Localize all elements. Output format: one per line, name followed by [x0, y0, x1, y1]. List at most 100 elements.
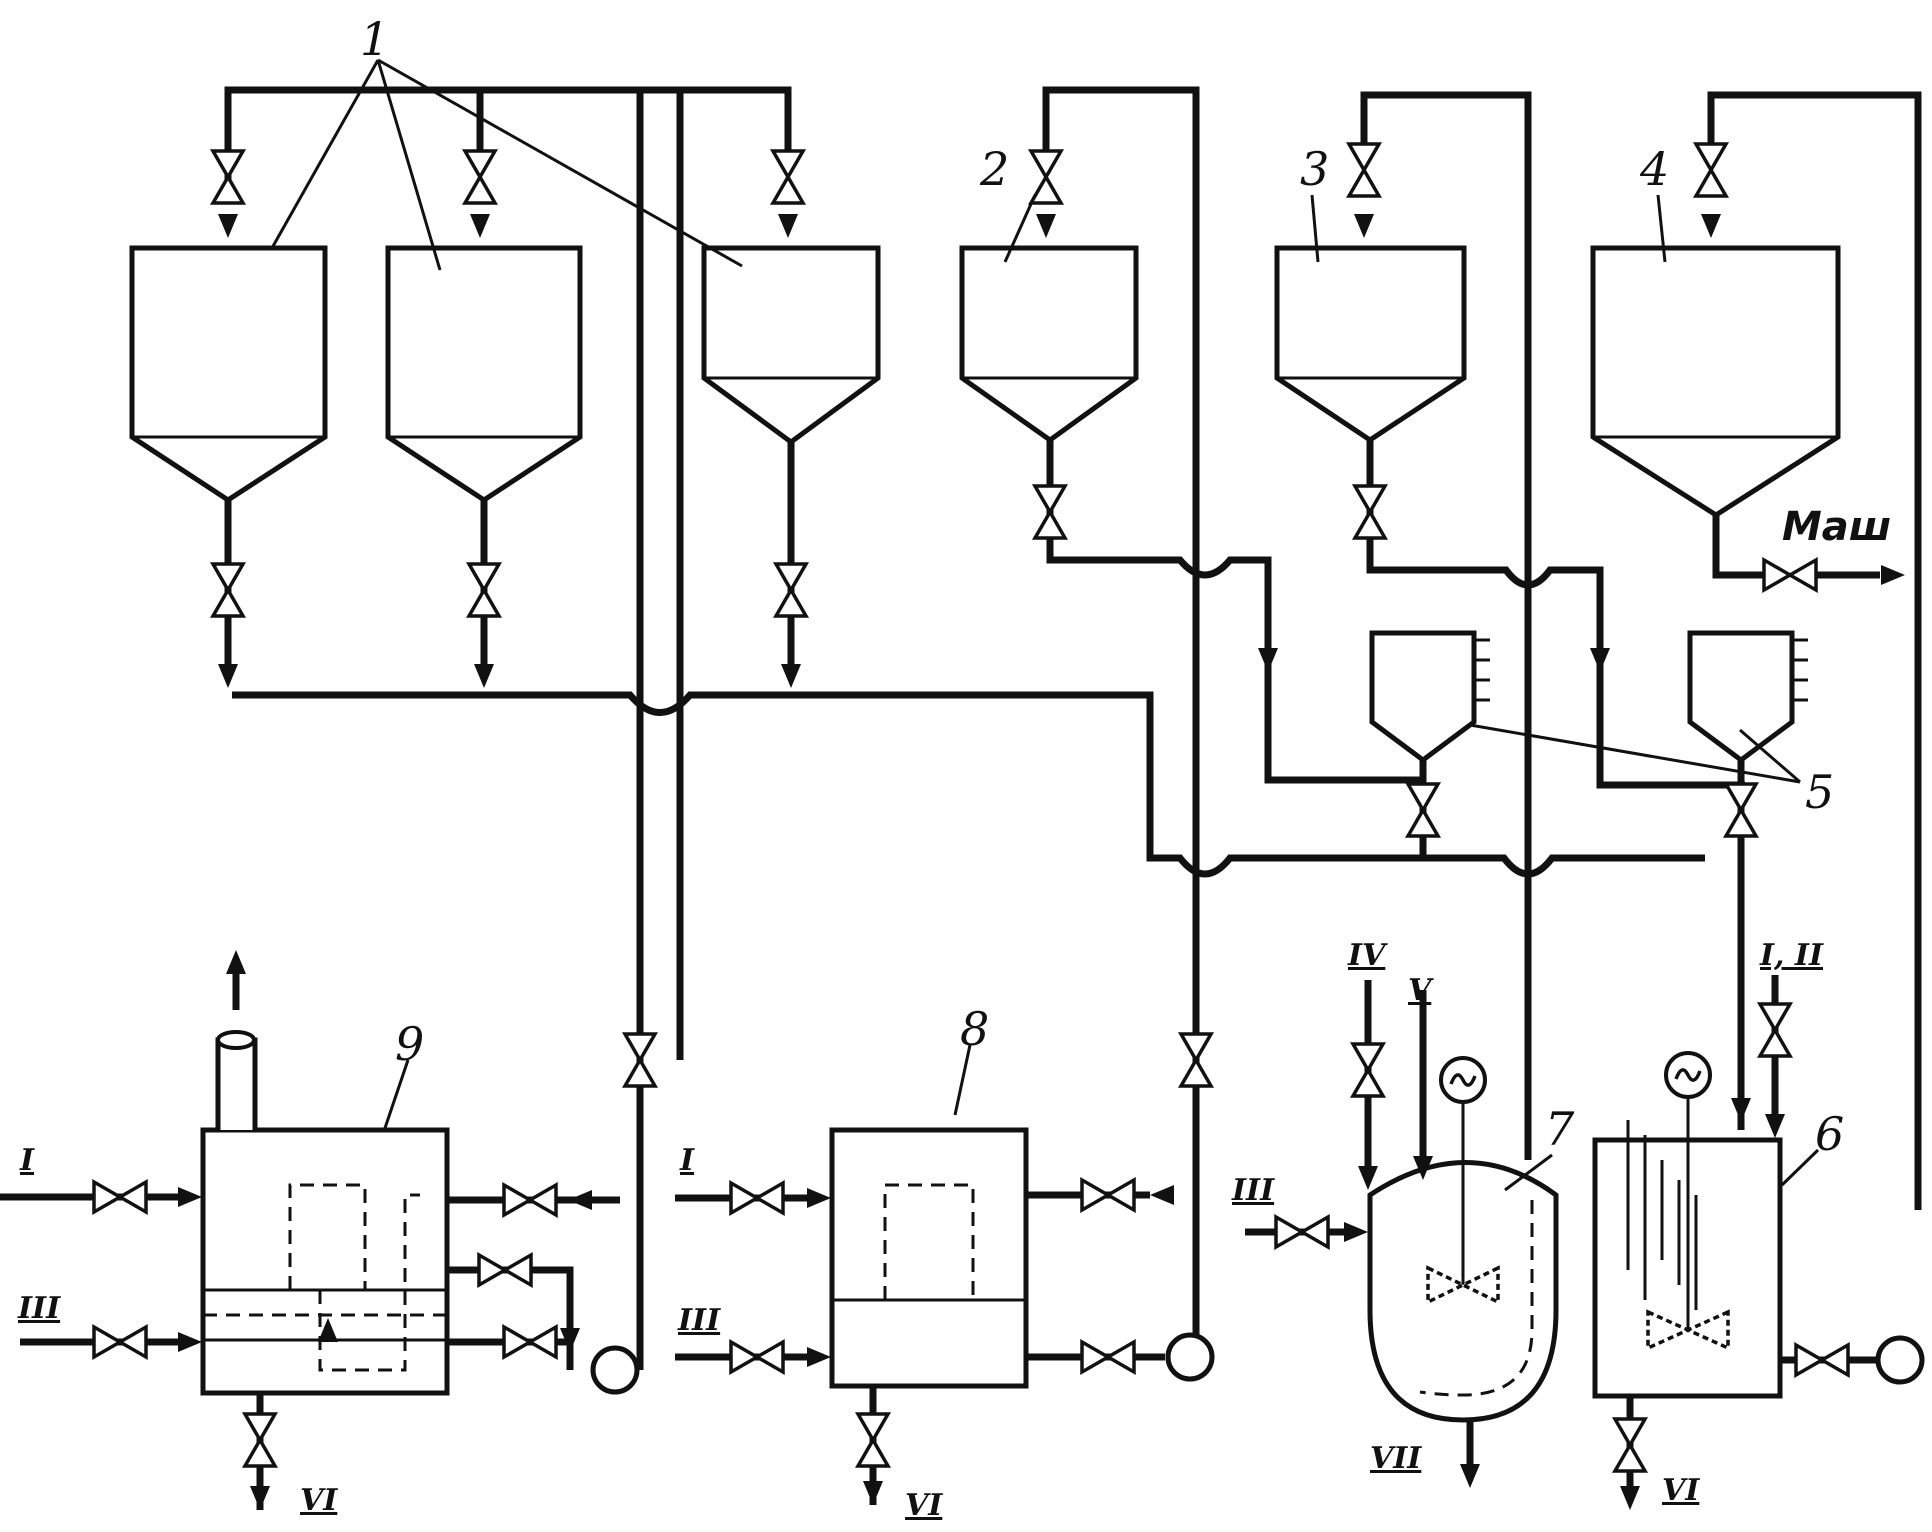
- valve-icon[interactable]: [1080, 1340, 1136, 1374]
- valve-icon[interactable]: [467, 562, 501, 618]
- arrow-left-icon: [1150, 1185, 1174, 1205]
- stream-label-IV: IV: [1347, 938, 1388, 973]
- equipment-number-9: 9: [395, 1017, 424, 1071]
- valve-icon[interactable]: [1762, 558, 1818, 592]
- valve-icon[interactable]: [1406, 782, 1440, 838]
- valve-icon[interactable]: [1694, 142, 1728, 198]
- pump-icon: [1878, 1338, 1922, 1382]
- measuring-tank-5b: [1687, 630, 1808, 764]
- stream-label-I: I: [679, 1143, 695, 1178]
- arrow-right-icon: [178, 1332, 202, 1352]
- equipment-number-6: 6: [1815, 1107, 1844, 1161]
- arrow-down-icon: [781, 664, 801, 688]
- hopper-1a: [129, 245, 328, 503]
- valve-icon[interactable]: [1613, 1417, 1647, 1473]
- valve-icon[interactable]: [243, 1412, 277, 1468]
- measuring-tank-5a: [1369, 630, 1490, 764]
- valve-icon[interactable]: [1080, 1178, 1136, 1212]
- stream-label-VII: VII: [1370, 1441, 1422, 1476]
- equipment-number-3: 3: [1300, 142, 1329, 196]
- hopper-1b: [385, 245, 583, 503]
- leader-lines: [270, 58, 1820, 1192]
- arrow-right-icon: [1344, 1222, 1368, 1242]
- valve-icon[interactable]: [477, 1253, 533, 1287]
- valve-icon[interactable]: [463, 149, 497, 205]
- arrow-right-icon: [807, 1188, 831, 1208]
- valve-icon[interactable]: [1353, 484, 1387, 540]
- pump-icon: [593, 1348, 637, 1392]
- stream-label-VI: VI: [905, 1488, 943, 1523]
- arrow-down-icon: [250, 1486, 270, 1510]
- valve-icon[interactable]: [1274, 1215, 1330, 1249]
- valve-icon[interactable]: [1179, 1032, 1213, 1088]
- arrow-down-icon: [1354, 214, 1374, 238]
- valve-icon[interactable]: [211, 149, 245, 205]
- valve-icon[interactable]: [1033, 484, 1067, 540]
- stream-label-I-II: I, II: [1759, 938, 1824, 973]
- apparatus-8: [829, 1127, 1029, 1389]
- arrow-down-icon: [863, 1481, 883, 1505]
- valve-icon[interactable]: [856, 1412, 890, 1468]
- hopper-4: [1590, 245, 1841, 518]
- stream-label-VI: VI: [300, 1483, 338, 1518]
- valve-icon[interactable]: [502, 1183, 558, 1217]
- valve-icon[interactable]: [774, 562, 808, 618]
- stream-label-III: III: [677, 1303, 721, 1338]
- equipment-number-8: 8: [960, 1002, 989, 1056]
- valve-icon[interactable]: [1794, 1343, 1850, 1377]
- reactor-7: [1367, 1100, 1559, 1423]
- valve-icon[interactable]: [1758, 1002, 1792, 1058]
- valve-icon[interactable]: [771, 149, 805, 205]
- arrow-down-icon: [218, 664, 238, 688]
- valve-icon[interactable]: [92, 1325, 148, 1359]
- hopper-2: [959, 245, 1139, 444]
- arrow-down-icon: [1358, 1166, 1378, 1190]
- motor-icon: [1439, 1056, 1487, 1104]
- equipment-number-1: 1: [360, 12, 389, 66]
- stream-label-III: III: [17, 1291, 61, 1326]
- equipment-number-4: 4: [1639, 142, 1669, 196]
- valve-icon[interactable]: [729, 1181, 785, 1215]
- hopper-3: [1274, 245, 1467, 443]
- valve-icon[interactable]: [1724, 782, 1758, 838]
- arrow-down-icon: [1258, 648, 1278, 672]
- stream-label-VI: VI: [1662, 1473, 1700, 1508]
- arrow-down-icon: [1590, 648, 1610, 672]
- feed-header-pipes: [224, 86, 1922, 1210]
- valve-icon[interactable]: [502, 1325, 558, 1359]
- arrow-down-icon: [1460, 1464, 1480, 1488]
- equipment-number-5: 5: [1805, 765, 1834, 819]
- stream-label-III: III: [1231, 1173, 1275, 1208]
- arrow-down-icon: [1620, 1486, 1640, 1510]
- valve-icon[interactable]: [729, 1340, 785, 1374]
- arrow-right-icon: [178, 1187, 202, 1207]
- arrow-right-icon: [1881, 565, 1905, 585]
- stream-label-V: V: [1408, 973, 1434, 1008]
- equipment-number-7: 7: [1545, 1102, 1575, 1156]
- arrow-down-icon: [470, 214, 490, 238]
- arrow-down-icon: [1765, 1114, 1785, 1138]
- arrow-down-icon: [1701, 214, 1721, 238]
- arrow-down-icon: [1731, 1098, 1751, 1122]
- arrow-down-icon: [218, 214, 238, 238]
- equipment-number-2: 2: [979, 142, 1009, 196]
- arrow-down-icon: [474, 664, 494, 688]
- stream-label-I: I: [19, 1143, 35, 1178]
- apparatus-9: [200, 1030, 450, 1396]
- tank-6: [1592, 1095, 1783, 1399]
- valve-icon[interactable]: [1347, 142, 1381, 198]
- valve-icon[interactable]: [623, 1032, 657, 1088]
- arrow-up-icon: [226, 950, 246, 974]
- arrow-right-icon: [807, 1347, 831, 1367]
- pump-icon: [1168, 1335, 1212, 1379]
- arrow-left-icon: [568, 1190, 592, 1210]
- motor-icon: [1664, 1051, 1712, 1099]
- valve-icon[interactable]: [1351, 1042, 1385, 1098]
- valve-icon[interactable]: [1029, 149, 1063, 205]
- hopper-1c: [701, 245, 881, 446]
- valve-icon[interactable]: [211, 562, 245, 618]
- arrow-down-icon: [1036, 214, 1056, 238]
- arrow-down-icon: [778, 214, 798, 238]
- valve-icon[interactable]: [92, 1180, 148, 1214]
